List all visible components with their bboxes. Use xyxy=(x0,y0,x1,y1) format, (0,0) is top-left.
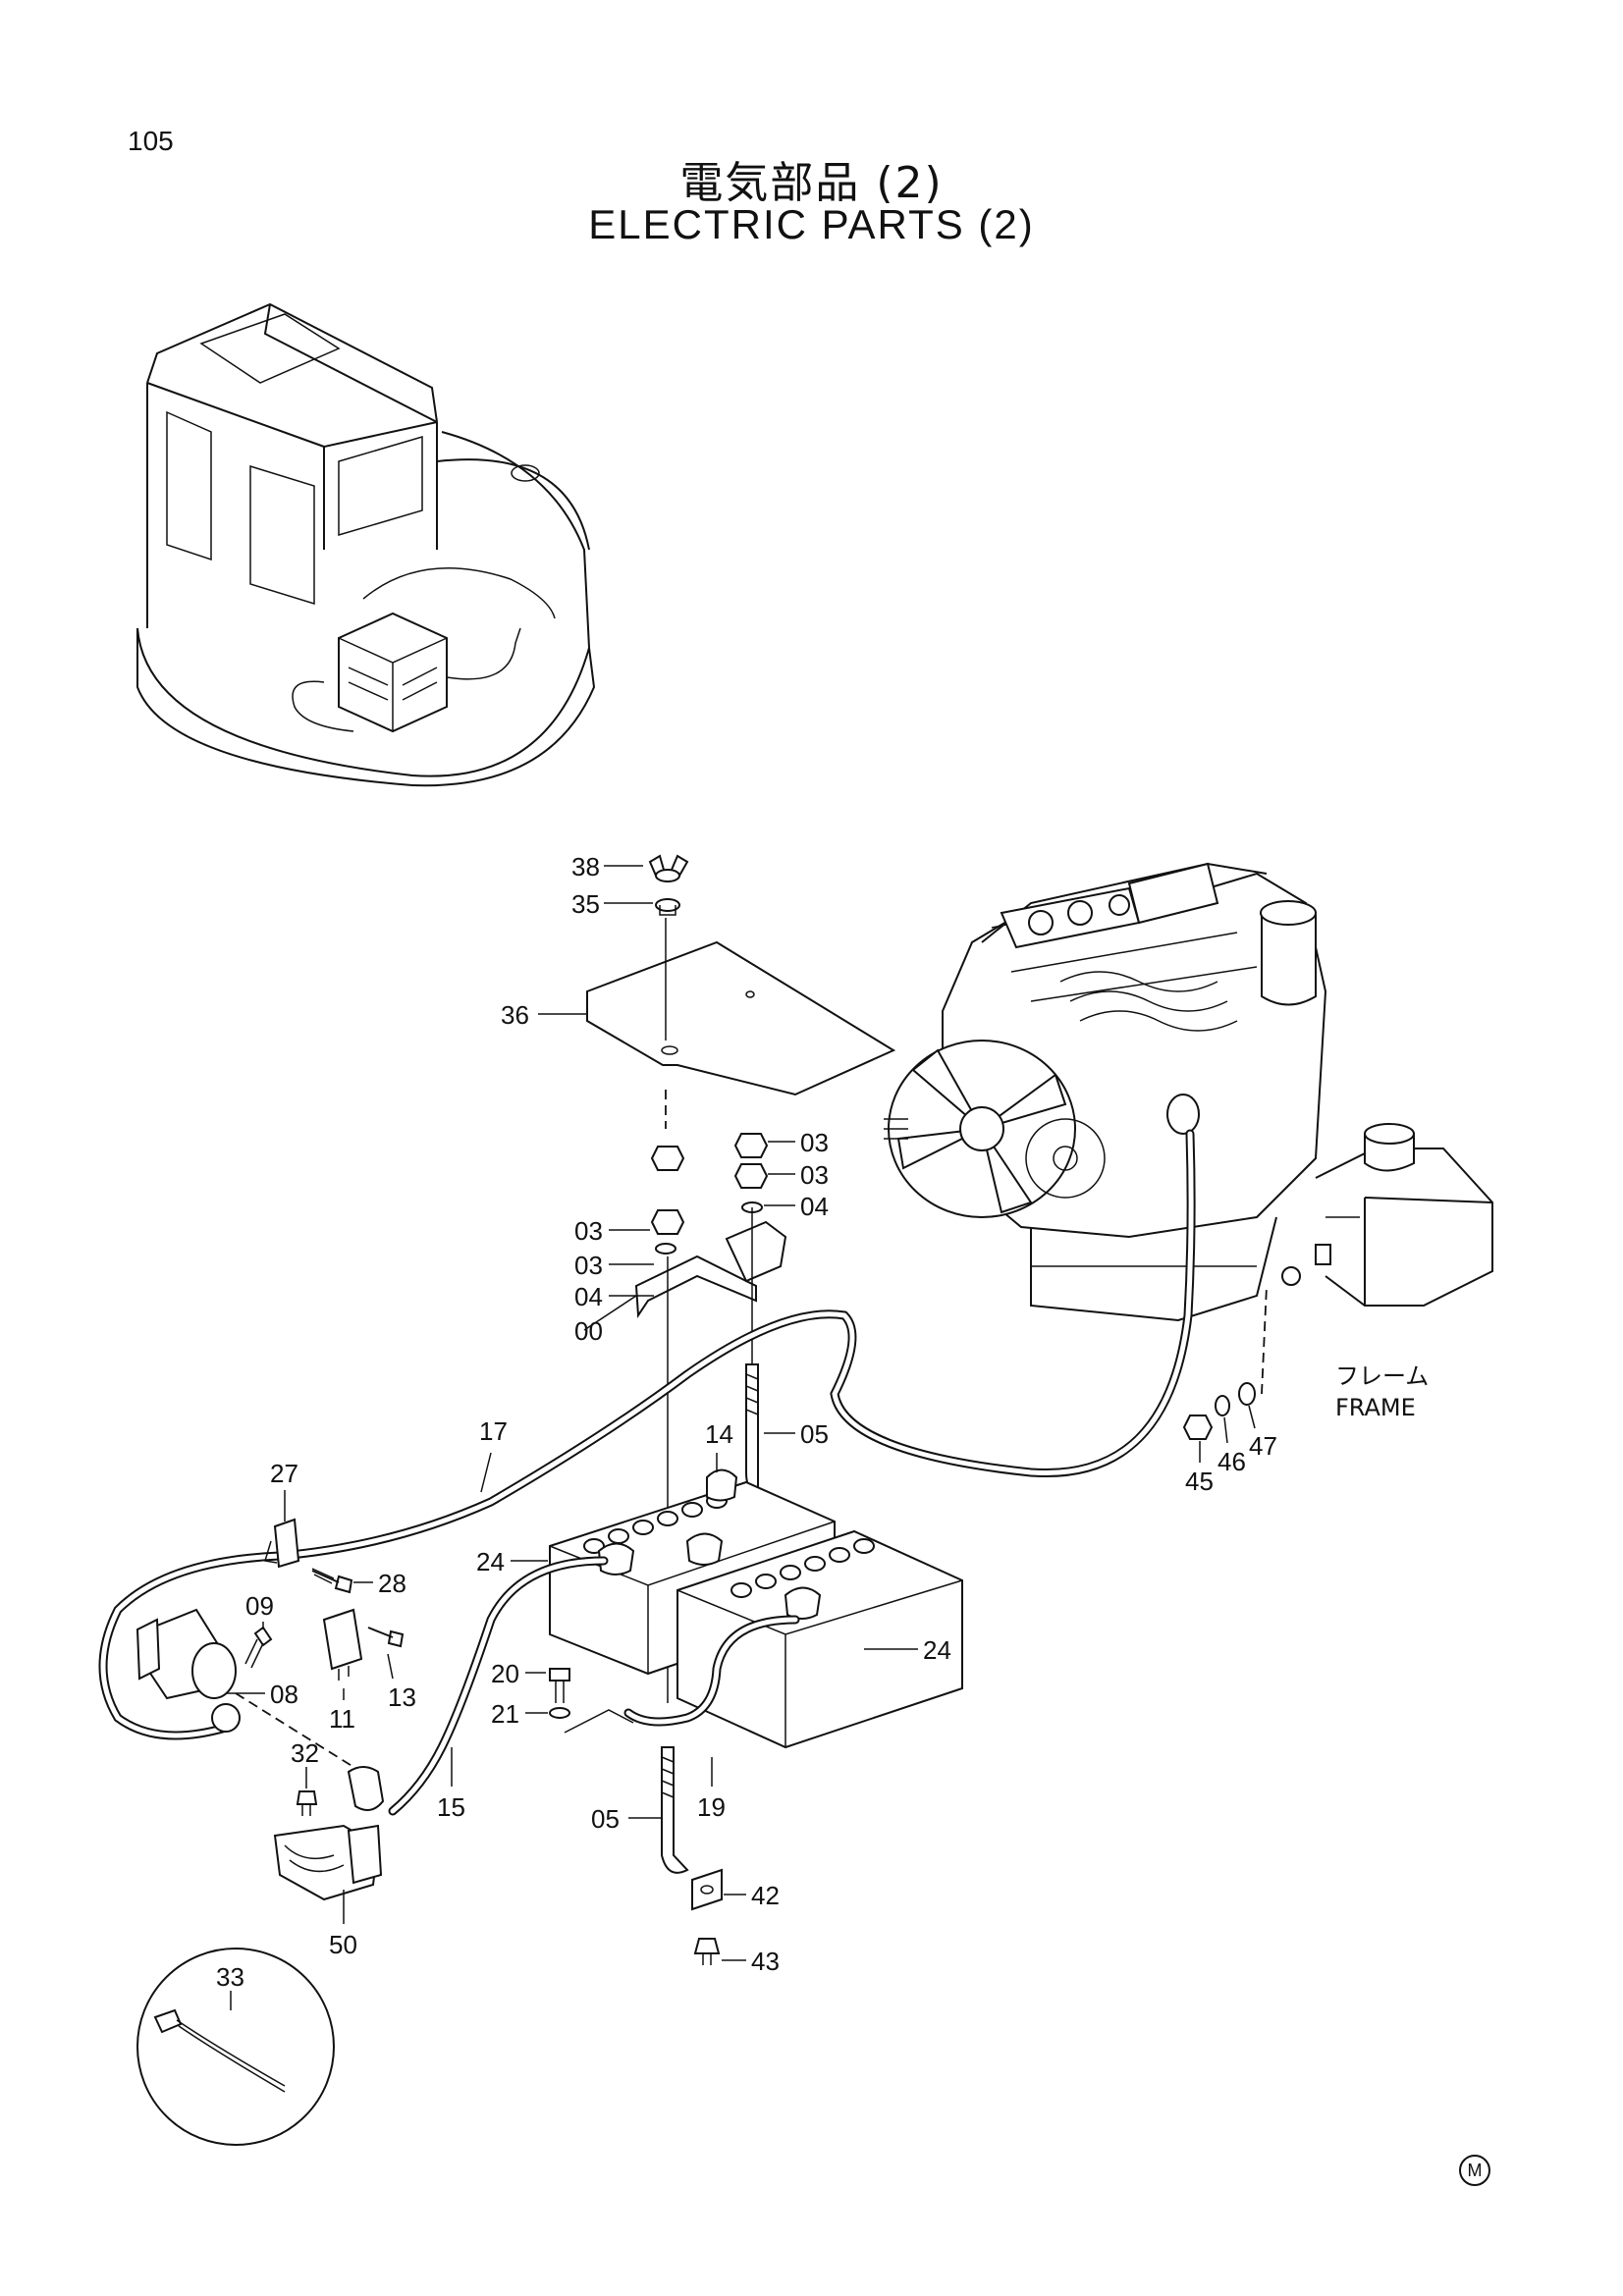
callout-05-lower: 05 xyxy=(591,1804,620,1834)
excavator-overview xyxy=(136,302,596,787)
callout-24-right: 24 xyxy=(923,1635,951,1665)
callout-08: 08 xyxy=(270,1680,298,1709)
callout-15: 15 xyxy=(437,1792,465,1822)
callout-35: 35 xyxy=(571,889,600,919)
callout-45: 45 xyxy=(1185,1467,1214,1496)
callout-38: 38 xyxy=(571,852,600,881)
callout-17: 17 xyxy=(479,1416,508,1446)
callout-32: 32 xyxy=(291,1738,319,1768)
page-title-english: ELECTRIC PARTS (2) xyxy=(588,201,1035,247)
callout-13: 13 xyxy=(388,1682,416,1712)
engine-assembly xyxy=(884,862,1493,1322)
callout-47: 47 xyxy=(1249,1431,1277,1461)
frame-label-japanese: フレーム xyxy=(1335,1362,1429,1390)
leader-lines xyxy=(226,865,1256,2010)
cables xyxy=(98,1129,1196,1816)
callout-27: 27 xyxy=(270,1459,298,1488)
callout-20: 20 xyxy=(491,1659,519,1688)
callout-43: 43 xyxy=(751,1947,780,1976)
callout-50: 50 xyxy=(329,1930,357,1959)
callout-03-left-b: 03 xyxy=(574,1251,603,1280)
callout-46: 46 xyxy=(1217,1447,1246,1476)
callout-11: 11 xyxy=(329,1704,355,1734)
page-title-japanese: 電気部品 (2) xyxy=(679,158,944,208)
callout-00: 00 xyxy=(574,1316,603,1346)
frame-label-english: FRAME xyxy=(1335,1394,1416,1421)
callout-36: 36 xyxy=(501,1000,529,1030)
callout-09: 09 xyxy=(245,1591,274,1621)
callout-33: 33 xyxy=(216,1962,244,1992)
callout-03-right-a: 03 xyxy=(800,1128,829,1157)
cable-tie-detail xyxy=(136,1948,335,2146)
callout-labels: 38 35 36 03 03 04 03 03 04 00 05 14 17 2… xyxy=(216,852,1429,1992)
callout-03-left-a: 03 xyxy=(574,1216,603,1246)
callout-42: 42 xyxy=(751,1881,780,1910)
batteries xyxy=(549,1468,963,1749)
callout-21: 21 xyxy=(491,1699,519,1729)
manufacturer-mark-icon: M xyxy=(1459,2155,1490,2186)
callout-28: 28 xyxy=(378,1569,406,1598)
callout-19: 19 xyxy=(697,1792,726,1822)
callout-04-right: 04 xyxy=(800,1192,829,1221)
battery-cover-assembly xyxy=(586,854,896,1703)
callout-03-right-b: 03 xyxy=(800,1160,829,1190)
callout-04-left: 04 xyxy=(574,1282,603,1311)
callout-14: 14 xyxy=(705,1419,733,1449)
battery-cover xyxy=(586,940,896,1096)
callout-24-left: 24 xyxy=(476,1547,505,1576)
page-number: 105 xyxy=(128,126,174,156)
callout-05-upper: 05 xyxy=(800,1419,829,1449)
relay-and-switch-parts xyxy=(135,1285,1268,1965)
